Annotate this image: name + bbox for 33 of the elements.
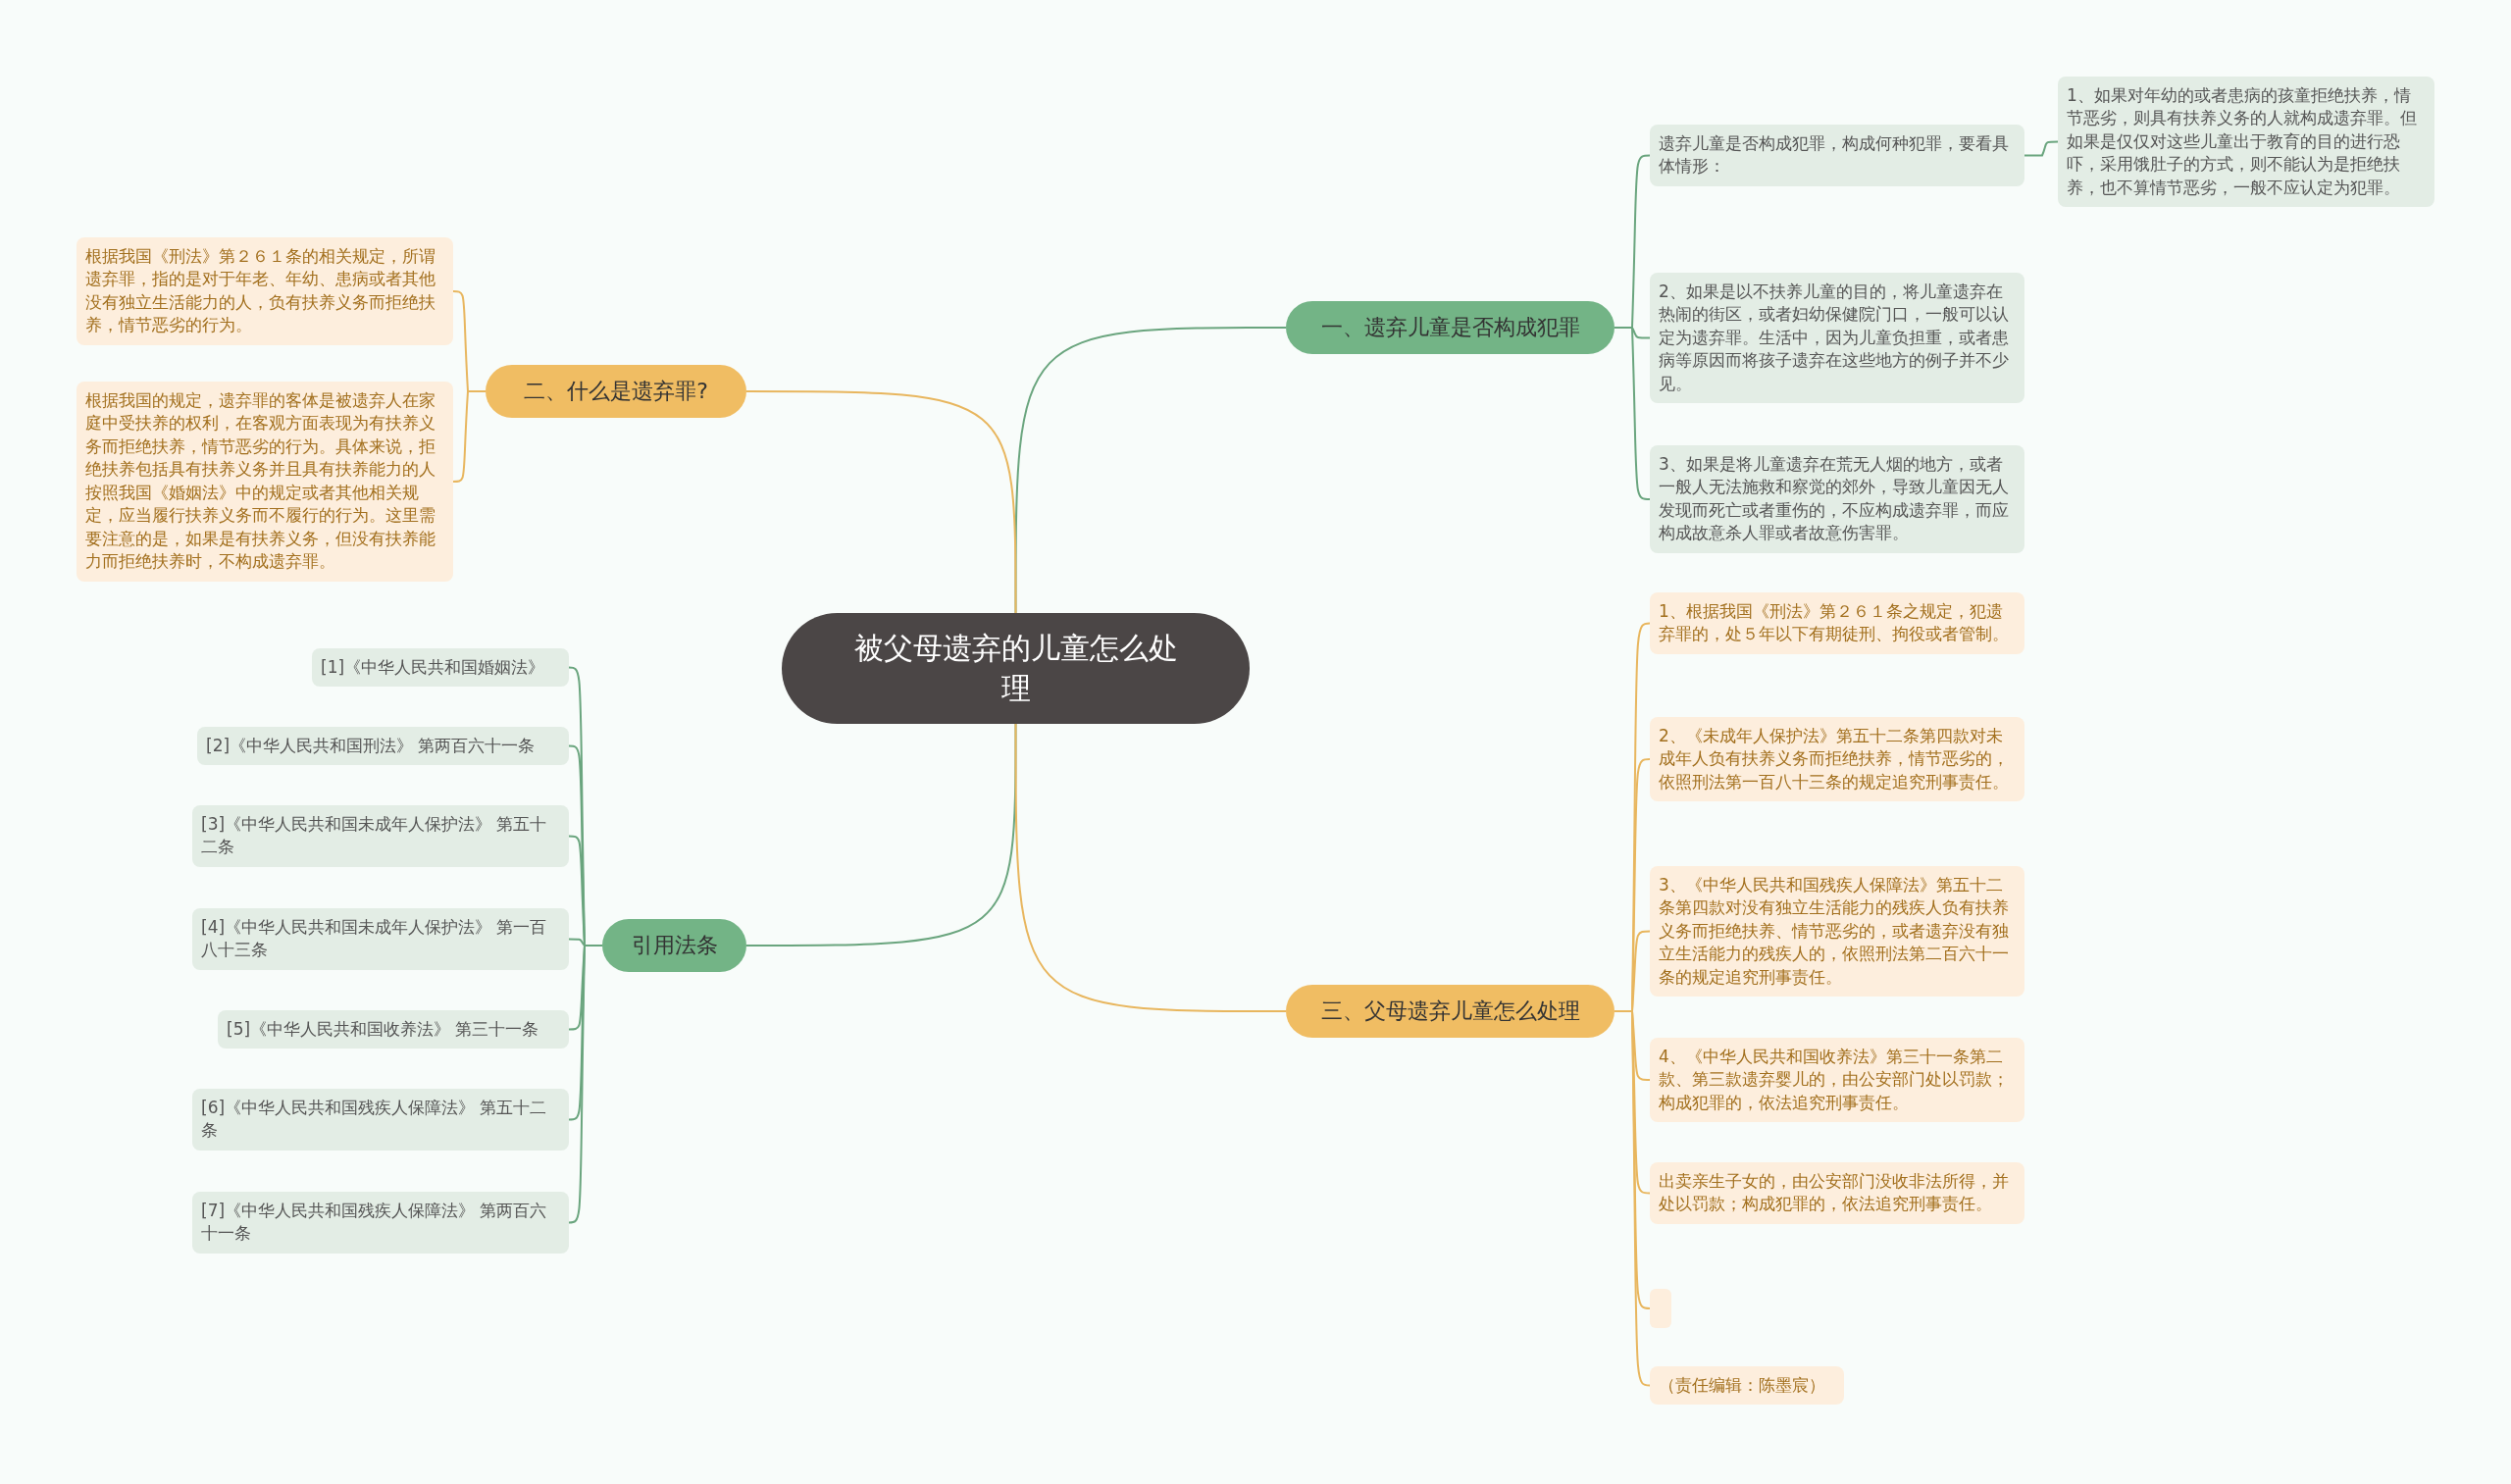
connector-line	[452, 390, 487, 483]
branch-topic: 一、遗弃儿童是否构成犯罪	[1286, 301, 1614, 354]
reference-card: [7]《中华人民共和国残疾人保障法》 第两百六十一条	[192, 1192, 569, 1254]
note-card: 3、《中华人民共和国残疾人保障法》第五十二条第四款对没有独立生活能力的残疾人负有扶养义务而拒绝扶养、情节恶劣的，或者遗弃没有独立生活能力的残疾人的，依照刑法第二百六十一条的规定追究刑事责任。	[1650, 866, 2024, 998]
connector-line	[1614, 327, 1651, 500]
branch-topic: 二、什么是遗弃罪?	[486, 365, 746, 418]
note-card: 根据我国《刑法》第２６１条的相关规定，所谓遗弃罪，指的是对于年老、年幼、患病或者其他没有独立生活能力的人，负有扶养义务而拒绝扶养，情节恶劣的行为。	[77, 237, 453, 345]
note-card: 3、如果是将儿童遗弃在荒无人烟的地方，或者一般人无法施救和察觉的郊外，导致儿童因无人发现而死亡或者重伤的，不应构成遗弃罪，而应构成故意杀人罪或者故意伤害罪。	[1650, 445, 2024, 553]
note-card: 4、《中华人民共和国收养法》第三十一条第二款、第三款遗弃婴儿的，由公安部门处以罚款；构成犯罪的，依法追究刑事责任。	[1650, 1038, 2024, 1123]
note-card: （责任编辑：陈墨宸）	[1650, 1366, 1844, 1406]
branch-topic: 三、父母遗弃儿童怎么处理	[1286, 985, 1614, 1038]
note-card: 出卖亲生子女的，由公安部门没收非法所得，并处以罚款；构成犯罪的，依法追究刑事责任。	[1650, 1162, 2024, 1224]
central-topic: 被父母遗弃的儿童怎么处理	[782, 613, 1250, 724]
connector-line	[2024, 140, 2059, 157]
note-card: 1、根据我国《刑法》第２６１条之规定，犯遗弃罪的，处５年以下有期徒刑、拘役或者管制。	[1650, 592, 2024, 654]
reference-card: [4]《中华人民共和国未成年人保护法》 第一百八十三条	[192, 908, 569, 970]
note-card: 2、如果是以不扶养儿童的目的，将儿童遗弃在热闹的街区，或者妇幼保健院门口，一般可以认定为遗弃罪。生活中，因为儿童负担重，或者患病等原因而将孩子遗弃在这些地方的例子并不少见。	[1650, 273, 2024, 404]
connector-line	[1014, 723, 1287, 1012]
reference-card: [6]《中华人民共和国残疾人保障法》 第五十二条	[192, 1089, 569, 1151]
note-card: 遗弃儿童是否构成犯罪，构成何种犯罪，要看具体情形：	[1650, 125, 2024, 186]
connector-line	[1014, 327, 1287, 614]
connector-line	[568, 945, 603, 1224]
connector-line	[745, 723, 1017, 947]
branch-topic: 引用法条	[602, 919, 746, 972]
note-card: 根据我国的规定，遗弃罪的客体是被遗弃人在家庭中受扶养的权利，在客观方面表现为有扶养义务而拒绝扶养，情节恶劣的行为。具体来说，拒绝扶养包括具有扶养义务并且具有扶养能力的人按照我国《婚姻法》中的规定或者其他相关规定，应当履行扶养义务而不履行的行为。这里需要注意的是，如果是有扶养义务，但没有扶养能力而拒绝扶养时，不构成遗弃罪。	[77, 382, 453, 582]
empty-box	[1650, 1289, 1671, 1328]
note-card: 1、如果对年幼的或者患病的孩童拒绝扶养，情节恶劣，则具有扶养义务的人就构成遗弃罪。但如果是仅仅对这些儿童出于教育的目的进行恐吓，采用饿肚子的方式，则不能认为是拒绝扶养，也不算情节恶劣，一般不应认定为犯罪。	[2058, 77, 2434, 208]
connector-line	[745, 390, 1017, 614]
note-card: 2、《未成年人保护法》第五十二条第四款对未成年人负有扶养义务而拒绝扶养，情节恶劣的，依照刑法第一百八十三条的规定追究刑事责任。	[1650, 717, 2024, 802]
reference-card: [3]《中华人民共和国未成年人保护法》 第五十二条	[192, 805, 569, 867]
reference-card: [1]《中华人民共和国婚姻法》	[312, 648, 569, 688]
reference-card: [2]《中华人民共和国刑法》 第两百六十一条	[197, 727, 569, 766]
reference-card: [5]《中华人民共和国收养法》 第三十一条	[218, 1010, 569, 1049]
